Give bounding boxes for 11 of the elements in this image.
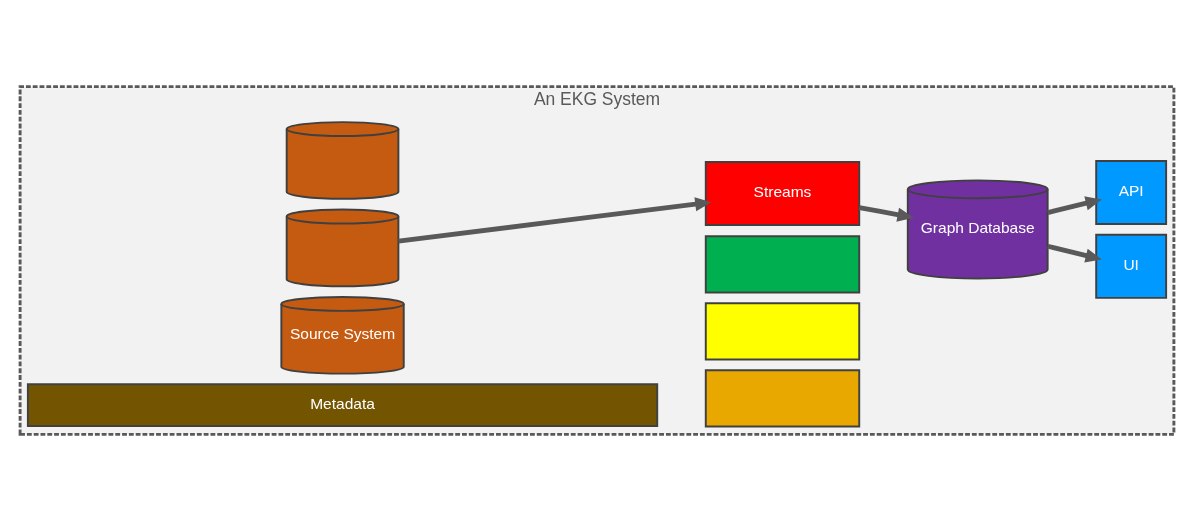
arrow <box>858 204 914 222</box>
node-box: Streams <box>704 160 861 226</box>
node-box: UI <box>1095 233 1168 299</box>
node-box <box>704 301 861 361</box>
arrow <box>1047 243 1102 262</box>
arrow <box>398 196 712 243</box>
node-box: API <box>1095 159 1168 225</box>
arrow <box>1047 195 1102 215</box>
node-box <box>704 234 861 294</box>
node-box: Metadata <box>26 382 659 427</box>
node-box <box>704 368 861 428</box>
